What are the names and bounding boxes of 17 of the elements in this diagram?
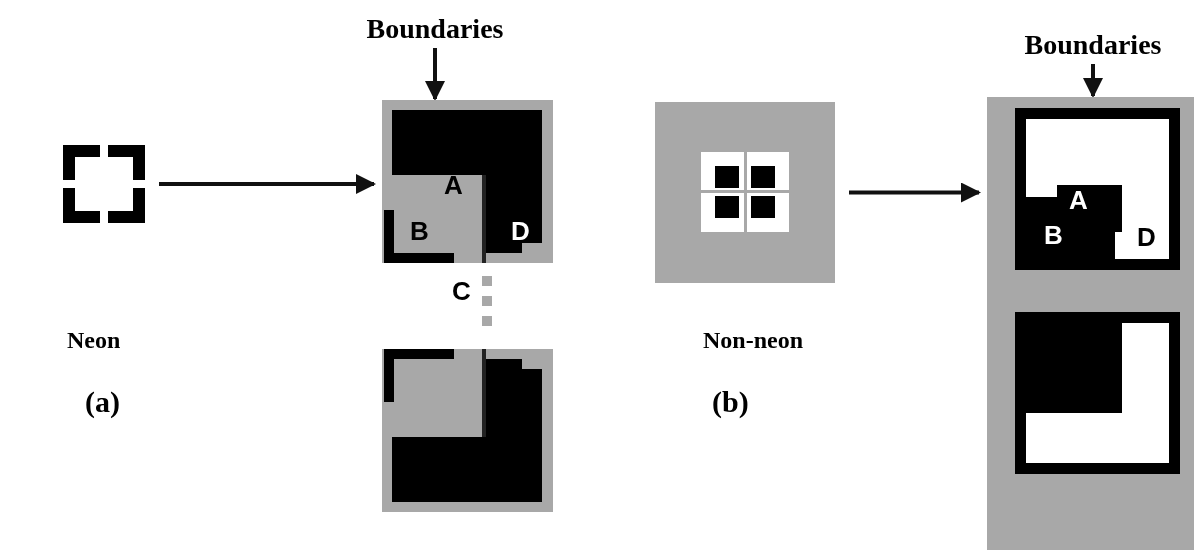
region-letter: D [511,218,530,244]
region-letter: D [1137,224,1156,250]
arrow [425,48,445,101]
panel-label: (a) [85,385,120,419]
arrow [1083,64,1103,98]
region-letter: B [410,218,429,244]
boundaries-label: Boundaries [360,12,510,46]
region-letter: A [444,172,463,198]
stimulus-caption: Non-neon [703,327,804,354]
arrow [159,174,376,194]
arrow [849,182,981,203]
region-letter: B [1044,222,1063,248]
stimulus-caption: Neon [67,327,121,354]
panel-label: (b) [712,385,749,419]
boundaries-label: Boundaries [1003,28,1183,62]
region-letter: A [1069,187,1088,213]
region-letter: C [452,278,471,304]
